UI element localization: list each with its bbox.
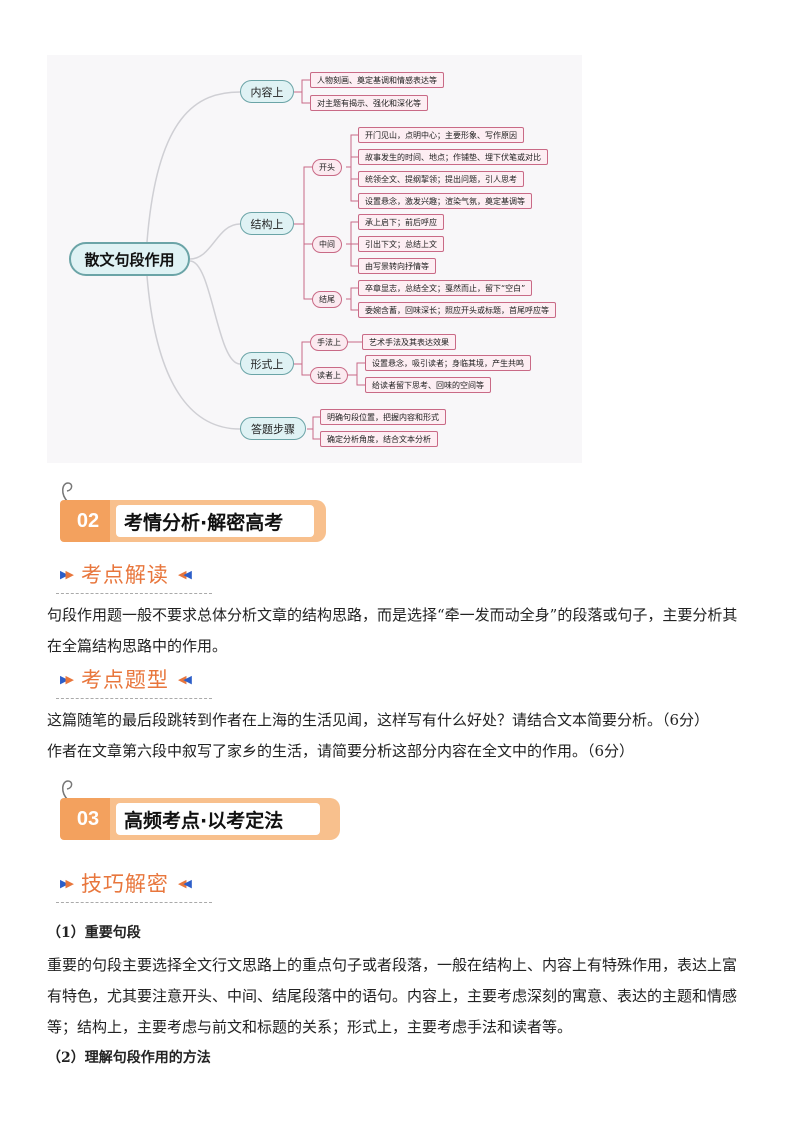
right-arrows-icon: ▶▶	[60, 876, 74, 890]
heading-underline	[56, 698, 212, 699]
subsection-1-title: （1）重要句段	[47, 925, 141, 941]
curl-icon	[62, 780, 73, 801]
group-ending: 结尾	[312, 291, 342, 308]
kaodian-jiedu-text: 句段作用题一般不要求总体分析文章的结构思路，而是选择“牵一发而动全身”的段落或句…	[47, 606, 738, 655]
section-03-number: 03	[60, 798, 116, 840]
subsection-1-text: 重要的句段主要选择全文行文思路上的重点句子或者段落，一般在结构上、内容上有特殊作…	[47, 956, 738, 1036]
leaf-middle-2: 引出下文；总结上文	[358, 236, 444, 252]
leaf-opening-2: 故事发生的时间、地点；作铺垫、埋下伏笔或对比	[358, 149, 548, 165]
heading-text: 考点题型	[80, 668, 169, 692]
leaf-reader-2: 给读者留下思考、回味的空间等	[365, 377, 491, 393]
branch-content: 内容上	[240, 80, 294, 103]
leaf-ending-1: 卒章显志，总结全文；戛然而止，留下“空白”	[358, 280, 533, 296]
jiqiao-heading: ▶▶ 技巧解密 ◀◀	[56, 867, 212, 903]
group-opening: 开头	[312, 159, 342, 176]
left-arrows-icon: ◀◀	[177, 672, 192, 686]
mind-map-connectors	[146, 79, 365, 440]
curl-icon	[62, 482, 73, 503]
group-technique: 手法上	[310, 334, 348, 351]
leaf-content-2: 对主题有揭示、强化和深化等	[310, 95, 428, 111]
question-1: 这篇随笔的最后段跳转到作者在上海的生活见闻，这样写有什么好处？请结合文本简要分析…	[47, 711, 710, 729]
right-arrows-icon: ▶▶	[60, 567, 74, 581]
section-02-title: 考情分析·解密高考	[116, 505, 314, 537]
branch-structure: 结构上	[240, 212, 294, 235]
section-02-banner: 02 考情分析·解密高考	[58, 482, 328, 542]
left-arrows-icon: ◀◀	[177, 567, 192, 581]
mind-map-root: 散文句段作用	[69, 242, 190, 276]
kaodian-tixing-heading: ▶▶ 考点题型 ◀◀	[56, 663, 212, 699]
heading-text: 技巧解密	[80, 872, 169, 896]
branch-form: 形式上	[240, 352, 294, 375]
group-middle: 中间	[312, 236, 342, 253]
leaf-ending-2: 委婉含蓄，回味深长；照应开头或标题，首尾呼应等	[358, 302, 556, 318]
leaf-middle-3: 由写景转向抒情等	[358, 258, 436, 274]
leaf-opening-4: 设置悬念，激发兴趣；渲染气氛，奠定基调等	[358, 193, 532, 209]
subsection-2-title: （2）理解句段作用的方法	[47, 1050, 211, 1066]
leaf-steps-1: 明确句段位置，把握内容和形式	[320, 409, 446, 425]
group-reader: 读者上	[310, 367, 348, 384]
leaf-steps-2: 确定分析角度，结合文本分析	[320, 431, 438, 447]
heading-underline	[56, 902, 212, 903]
leaf-technique-1: 艺术手法及其表达效果	[362, 334, 456, 350]
heading-text: 考点解读	[80, 563, 169, 587]
section-03-title: 高频考点·以考定法	[116, 803, 320, 835]
heading-underline	[56, 593, 212, 594]
right-arrows-icon: ▶▶	[60, 672, 74, 686]
kaodian-jiedu-heading: ▶▶ 考点解读 ◀◀	[56, 558, 212, 594]
branch-answer-steps: 答题步骤	[240, 417, 306, 440]
leaf-content-1: 人物刻画、奠定基调和情感表达等	[310, 72, 444, 88]
left-arrows-icon: ◀◀	[177, 876, 192, 890]
leaf-opening-3: 统领全文、提纲挈领；提出问题，引人思考	[358, 171, 524, 187]
leaf-middle-1: 承上启下；前后呼应	[358, 214, 444, 230]
leaf-opening-1: 开门见山，点明中心；主要形象、写作原因	[358, 127, 524, 143]
question-2: 作者在文章第六段中叙写了家乡的生活，请简要分析这部分内容在全文中的作用。（6分）	[47, 742, 635, 760]
leaf-reader-1: 设置悬念，吸引读者；身临其境，产生共鸣	[365, 355, 531, 371]
section-02-number: 02	[60, 500, 116, 542]
mind-map: 散文句段作用 内容上 人物刻画、奠定基调和情感表达等 对主题有揭示、强化和深化等…	[47, 55, 582, 463]
section-03-banner: 03 高频考点·以考定法	[58, 780, 342, 840]
